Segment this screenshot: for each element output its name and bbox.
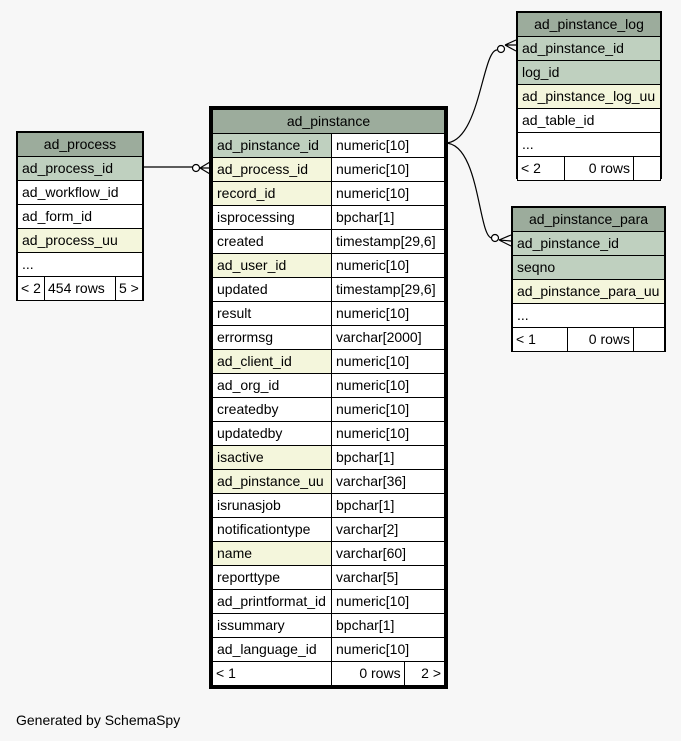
column-name: updated [212,277,332,302]
column-name: ad_process_uu [17,228,143,253]
link-pinstance-log-circle [496,44,506,54]
column-name: ad_language_id [212,637,332,662]
table-ad-process[interactable]: ad_process ad_process_id ad_workflow_id … [16,131,144,301]
column-type: bpchar[1] [331,613,445,638]
column-name: ad_user_id [212,253,332,278]
table-title[interactable]: ad_process [17,132,143,157]
column-type: varchar[2000] [331,325,445,350]
column-name: ... [512,303,665,328]
row-count: 0 rows [564,156,634,181]
column-name: ad_process_id [212,157,332,182]
nav-next[interactable] [633,327,665,352]
column-type: numeric[10] [331,157,445,182]
column-name: issummary [212,613,332,638]
column-name: ad_workflow_id [17,180,143,205]
column-name: ... [517,132,661,157]
column-name: errormsg [212,325,332,350]
table-ad-pinstance-log[interactable]: ad_pinstance_log ad_pinstance_id log_id … [516,11,662,181]
link-pinstance-para-crowfoot [498,234,512,247]
link-pinstance-para-circle [490,233,500,243]
column-type: numeric[10] [331,421,445,446]
column-name: isactive [212,445,332,470]
column-name: ad_form_id [17,204,143,229]
column-type: numeric[10] [331,301,445,326]
column-name: ad_pinstance_uu [212,469,332,494]
column-name: ad_process_id [17,156,143,181]
column-type: timestamp[29,6] [331,229,445,254]
column-type: numeric[10] [331,133,445,158]
column-type: numeric[10] [331,181,445,206]
column-type: varchar[60] [331,541,445,566]
column-type: numeric[10] [331,637,445,662]
column-type: varchar[5] [331,565,445,590]
column-name: notificationtype [212,517,332,542]
column-type: numeric[10] [331,373,445,398]
column-name: ad_pinstance_id [512,231,665,256]
column-name: record_id [212,181,332,206]
column-name: ad_org_id [212,373,332,398]
column-type: timestamp[29,6] [331,277,445,302]
column-name: created [212,229,332,254]
link-process-pinstance-circle [191,163,201,173]
nav-next[interactable]: 5 > [115,276,143,301]
nav-previous[interactable]: < 2 [517,156,565,181]
table-ad-pinstance-para[interactable]: ad_pinstance_para ad_pinstance_id seqno … [511,206,666,352]
link-pinstance-para [444,142,493,239]
nav-next[interactable] [633,156,661,181]
table-title[interactable]: ad_pinstance [212,109,445,134]
nav-previous[interactable]: < 1 [212,661,332,686]
column-name: updatedby [212,421,332,446]
column-name: isrunasjob [212,493,332,518]
column-name: ... [17,252,143,277]
column-type: numeric[10] [331,397,445,422]
column-name: isprocessing [212,205,332,230]
column-name: result [212,301,332,326]
column-name: ad_client_id [212,349,332,374]
column-type: numeric[10] [331,589,445,614]
nav-previous[interactable]: < 1 [512,327,568,352]
nav-next[interactable]: 2 > [403,661,446,686]
nav-previous[interactable]: < 2 [17,276,45,301]
table-title[interactable]: ad_pinstance_para [512,207,665,232]
column-name: reporttype [212,565,332,590]
link-pinstance-log-crowfoot [504,39,517,52]
column-type: varchar[2] [331,517,445,542]
link-pinstance-log [444,49,498,144]
row-count: 0 rows [331,661,405,686]
column-type: numeric[10] [331,253,445,278]
column-type: varchar[36] [331,469,445,494]
column-type: bpchar[1] [331,493,445,518]
column-name: name [212,541,332,566]
table-title[interactable]: ad_pinstance_log [517,12,661,37]
column-type: numeric[10] [331,349,445,374]
link-process-pinstance-crowfoot [199,161,211,175]
column-type: bpchar[1] [331,445,445,470]
column-name: ad_pinstance_id [212,133,332,158]
column-name: ad_pinstance_para_uu [512,279,665,304]
column-name: createdby [212,397,332,422]
row-count: 0 rows [567,327,634,352]
column-name: ad_pinstance_log_uu [517,84,661,109]
column-name: ad_table_id [517,108,661,133]
column-name: ad_pinstance_id [517,36,661,61]
column-type: bpchar[1] [331,205,445,230]
row-count: 454 rows [44,276,116,301]
column-name: seqno [512,255,665,280]
footer-generated-by: Generated by SchemaSpy [16,712,181,728]
column-name: ad_printformat_id [212,589,332,614]
column-name: log_id [517,60,661,85]
